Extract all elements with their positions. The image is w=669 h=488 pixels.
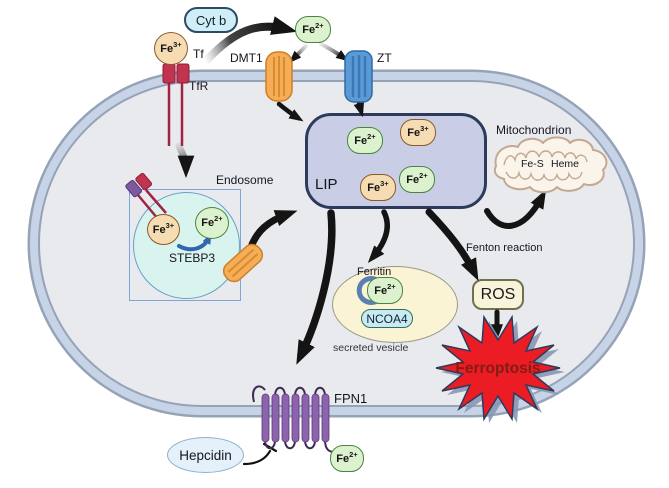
tfr-label: TfR — [189, 79, 209, 93]
ncoa4-label: NCOA4 — [366, 311, 408, 326]
hepcidin-pill: Hepcidin — [167, 437, 244, 473]
fenton-reaction-label: Fenton reaction — [466, 242, 543, 254]
endosome-circle — [133, 192, 240, 299]
cytb-pill: Cyt b — [184, 7, 238, 33]
stebp3-label: STEBP3 — [169, 251, 216, 265]
cytb-label: Cyt b — [195, 12, 227, 28]
hepcidin-label: Hepcidin — [179, 447, 232, 463]
ferroptosis-label: Ferroptosis — [455, 360, 541, 377]
ros-label: ROS — [480, 285, 516, 303]
zt-label: ZT — [377, 51, 392, 65]
mitochondrion-label: Mitochondrion — [496, 123, 572, 137]
fpn1-label: FPN1 — [334, 391, 368, 406]
fe-s-label: Fe-S — [521, 158, 544, 170]
hepcidin-inhibition-tbar — [262, 442, 278, 453]
lip-label: LIP — [315, 176, 338, 193]
lip-box — [305, 113, 487, 209]
fe2-to-dmt1-arrow — [288, 44, 308, 64]
fe2-to-zt-arrow — [319, 42, 349, 62]
tf-label: Tf — [193, 47, 204, 61]
secreted-vesicle-label: secreted vesicle — [333, 342, 409, 354]
endosome-label: Endosome — [216, 173, 274, 187]
ncoa4-pill: NCOA4 — [361, 309, 413, 328]
ferritin-label: Ferritin — [357, 266, 392, 278]
heme-label: Heme — [551, 158, 580, 170]
ros-box: ROS — [472, 279, 524, 310]
dmt1-label: DMT1 — [230, 51, 263, 65]
hepcidin-inhibition-line — [242, 449, 272, 466]
